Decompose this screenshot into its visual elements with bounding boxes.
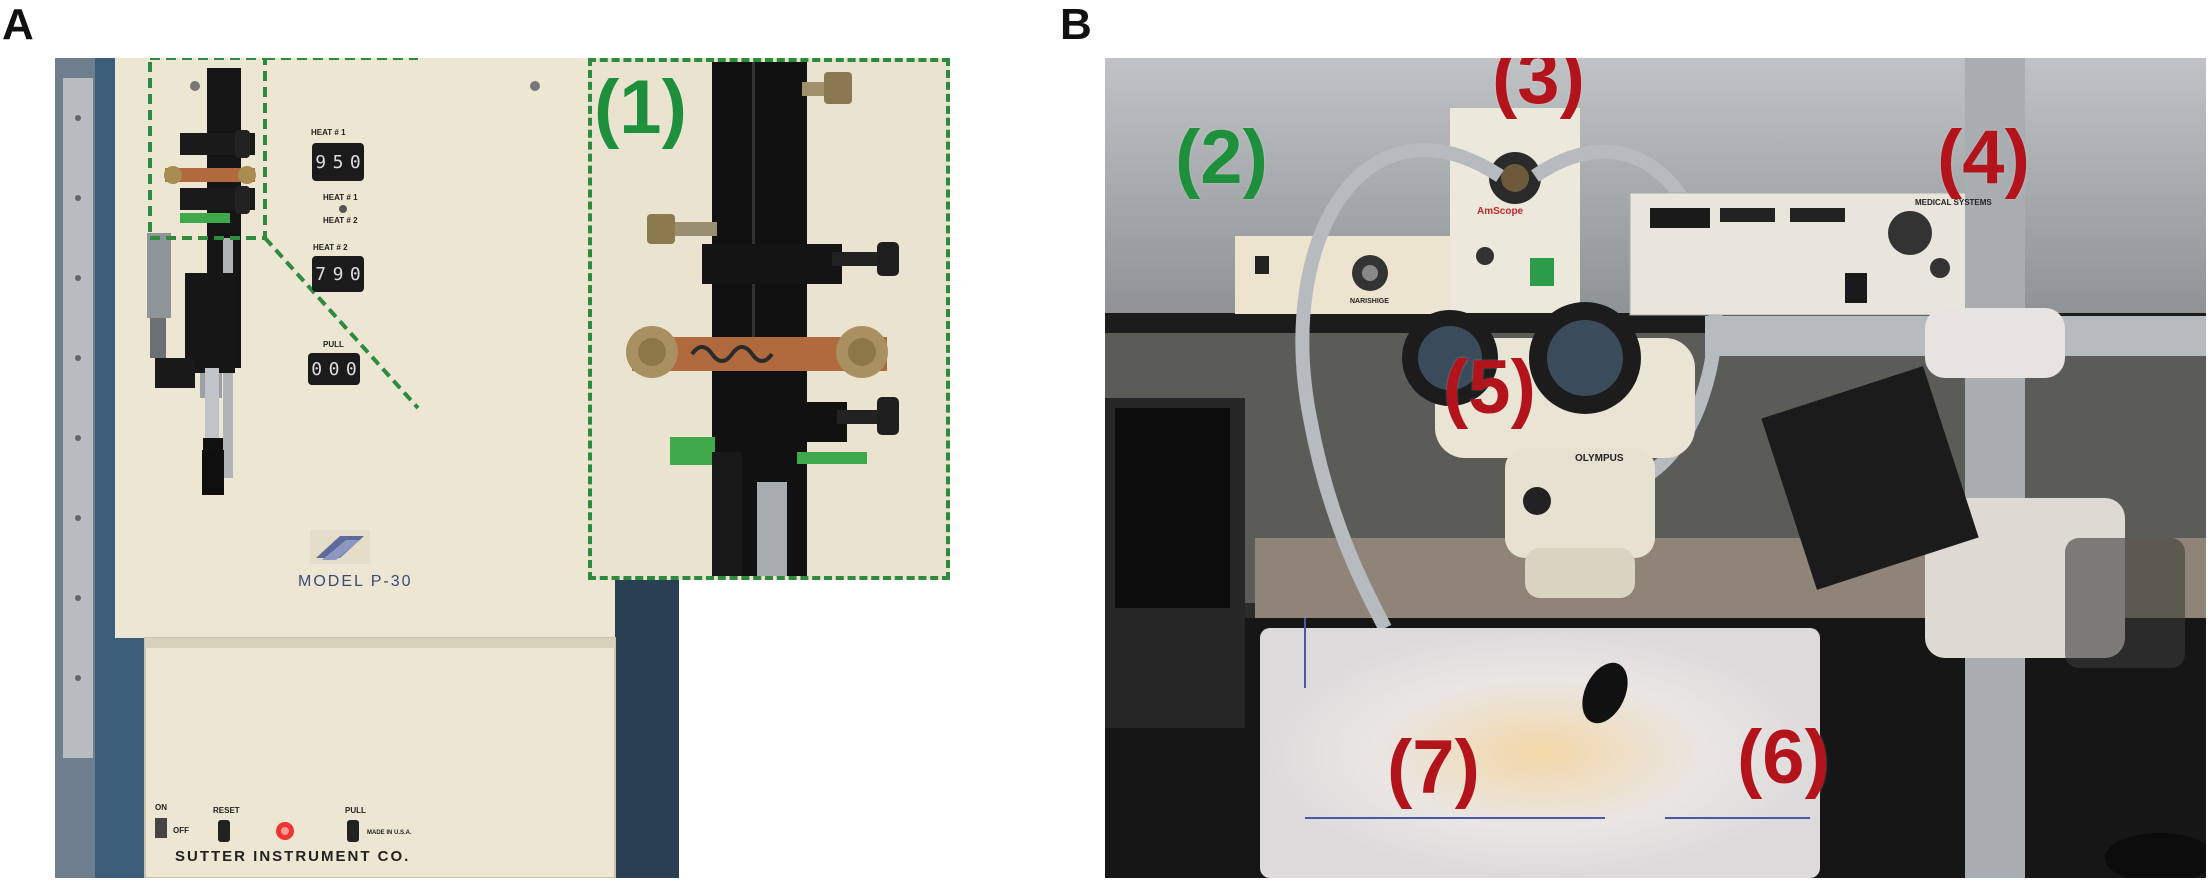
photo-panel-b: AmScope NARISHIGE MEDICAL SYSTEMS OLYMPU… — [1105, 58, 2206, 878]
label-2: (2) — [1175, 115, 1268, 200]
inset-zoom-photo: (1) — [588, 58, 950, 580]
reset-label: RESET — [213, 806, 240, 815]
olympus-label: OLYMPUS — [1575, 453, 1624, 464]
off-label: OFF — [173, 826, 189, 835]
heat2-label: HEAT # 2 — [313, 243, 348, 252]
on-label: ON — [155, 803, 167, 812]
pipette-puller-photo — [55, 58, 679, 878]
heat-selector-switch[interactable] — [339, 205, 347, 213]
company-label: SUTTER INSTRUMENT CO. — [175, 848, 411, 865]
panel-letter-a: A — [2, 0, 34, 49]
label-6: (6) — [1737, 715, 1830, 800]
label-1: (1) — [594, 65, 687, 150]
electrode-clamp-closeup — [592, 62, 946, 576]
heat-switch-label-2: HEAT # 2 — [323, 216, 358, 225]
amscope-label: AmScope — [1477, 206, 1524, 217]
narishige-label: NARISHIGE — [1350, 298, 1389, 305]
label-3: (3) — [1492, 58, 1585, 120]
pull-display-label: PULL — [323, 340, 344, 349]
made-in-label: MADE IN U.S.A. — [367, 830, 412, 836]
model-label: MODEL P-30 — [298, 573, 413, 590]
medical-systems-label: MEDICAL SYSTEMS — [1915, 198, 1992, 207]
label-7: (7) — [1387, 725, 1480, 810]
label-4: (4) — [1937, 115, 2030, 200]
heat1-label: HEAT # 1 — [311, 128, 346, 137]
label-5: (5) — [1443, 345, 1536, 430]
microinjection-setup-photo — [1105, 58, 2206, 878]
pull-button-label: PULL — [345, 806, 366, 815]
panel-letter-b: B — [1060, 0, 1092, 49]
heat-switch-label-1: HEAT # 1 — [323, 193, 358, 202]
